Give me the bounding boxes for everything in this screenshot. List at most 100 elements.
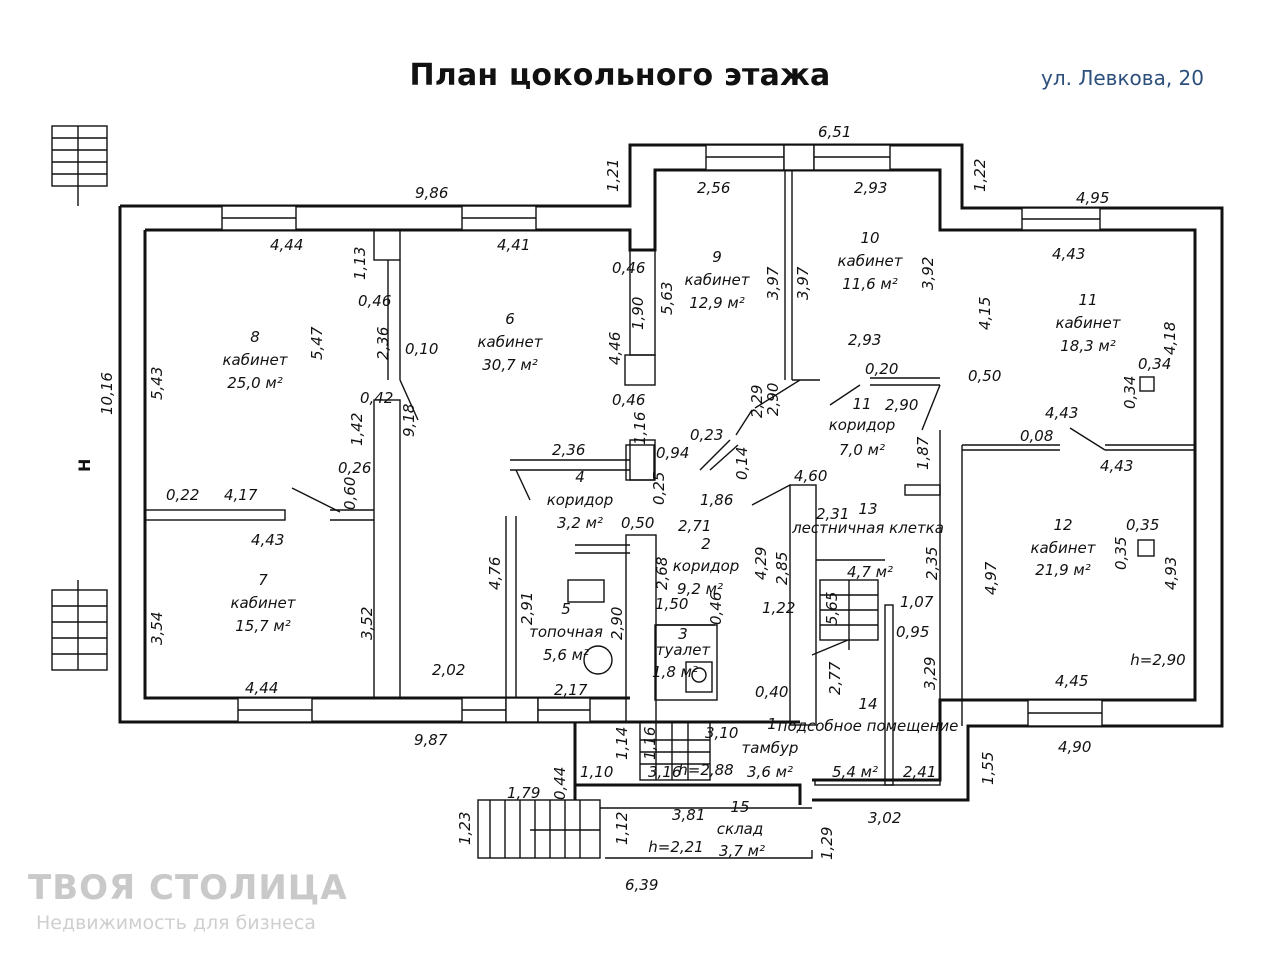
ceiling-height: h=2,88: [678, 761, 733, 779]
dimension-label: 1,07: [900, 593, 934, 611]
dimension-label: 4,41: [497, 236, 530, 254]
dimension-label: 4,60: [794, 467, 827, 485]
room-num: 5: [561, 600, 571, 618]
dimension-label: 1,55: [979, 752, 997, 785]
dimension-label: 4,46: [606, 332, 624, 365]
dimension-label: 0,35: [1112, 537, 1130, 570]
dimension-label: 0,60: [341, 477, 359, 510]
dimension-label: 2,02: [432, 661, 465, 679]
room-area: 4,7 м²: [847, 563, 893, 581]
dimension-label: 0,44: [551, 767, 569, 800]
room-num: 11: [1078, 291, 1097, 309]
dimension-label: 2,68: [653, 557, 671, 590]
dimension-label: 1,90: [629, 297, 647, 330]
dimension-label: 2,31: [816, 505, 849, 523]
dimension-label: 0,20: [865, 360, 898, 378]
dimension-label: 6,39: [625, 876, 658, 894]
dimension-label: 0,35: [1126, 516, 1159, 534]
room-num: 6: [505, 310, 515, 328]
dimension-label: 9,87: [414, 731, 448, 749]
dimension-label: 4,43: [1052, 245, 1085, 263]
dimension-label: 0,14: [733, 447, 751, 480]
dimension-label: 1,13: [351, 247, 369, 280]
room-name: кабинет: [1055, 314, 1121, 332]
fixtures: [567, 376, 1155, 693]
room-name: кабинет: [477, 333, 543, 351]
room-num: 8: [250, 328, 260, 346]
dimension-label: 3,92: [919, 257, 937, 290]
dimension-label: 0,08: [1020, 427, 1053, 445]
dimension-label: 1,14: [613, 727, 631, 760]
dimension-label: 1,23: [456, 812, 474, 845]
room-area: 30,7 м²: [482, 356, 538, 374]
dimension-label: 0,40: [755, 683, 788, 701]
dimension-label: 1,86: [700, 491, 733, 509]
room-area: 25,0 м²: [227, 374, 283, 392]
dimension-label: 4,97: [982, 561, 1000, 595]
dimension-label: 3,10: [705, 724, 738, 742]
dimension-label: 2,36: [374, 327, 392, 360]
room-num: 14: [858, 695, 877, 713]
dimension-label: 4,43: [1045, 404, 1078, 422]
room-num: 2: [701, 535, 711, 553]
room-area: 5,6 м²: [543, 646, 589, 664]
dimension-label: 2,90: [608, 607, 626, 640]
room-num: 12: [1053, 516, 1072, 534]
dimension-label: 3,02: [868, 809, 901, 827]
dimension-label: 2,35: [923, 547, 941, 580]
page-title: План цокольного этажа: [409, 58, 831, 93]
windows: [221, 144, 1103, 727]
dimension-label: 0,34: [1138, 355, 1171, 373]
room-num: 13: [858, 500, 877, 518]
room-name: коридор: [547, 491, 614, 509]
dimension-label: 0,50: [621, 514, 654, 532]
dimension-label: 1,21: [604, 159, 622, 192]
room-name: туалет: [656, 641, 712, 659]
dimension-label: 3,97: [794, 266, 812, 300]
room-name: лестничная клетка: [791, 519, 944, 537]
dimension-label: 0,10: [405, 340, 438, 358]
room-area: 3,7 м²: [719, 842, 765, 860]
dimension-label: 0,94: [656, 444, 689, 462]
room-area: 5,4 м²: [832, 763, 878, 781]
dimension-label: 0,46: [707, 592, 725, 625]
room-name: кабинет: [837, 252, 903, 270]
dimension-label: 0,46: [358, 292, 391, 310]
dimension-label: 2,77: [826, 661, 844, 695]
dimension-label: 2,93: [854, 179, 887, 197]
room-name: коридор: [829, 416, 896, 434]
north-marker: Н: [75, 459, 94, 472]
dimension-label: 0,26: [338, 459, 371, 477]
room-name: склад: [717, 820, 763, 838]
ceiling-height: h=2,90: [1130, 651, 1185, 669]
dimension-label: 4,18: [1161, 322, 1179, 355]
dimension-label: 0,46: [612, 259, 645, 277]
dimension-label: 10,16: [98, 372, 116, 415]
room-area: 21,9 м²: [1035, 561, 1091, 579]
dimension-label: 0,23: [690, 426, 723, 444]
dimension-label: 4,44: [245, 679, 278, 697]
room-name: кабинет: [684, 271, 750, 289]
door-swings: [291, 379, 1106, 656]
room-area: 18,3 м²: [1060, 337, 1116, 355]
dimension-label: 3,52: [358, 607, 376, 640]
dimension-label: 0,25: [650, 472, 668, 505]
room-num: 4: [575, 468, 585, 486]
dimension-label: 0,46: [612, 391, 645, 409]
dimension-label: 4,90: [1058, 738, 1091, 756]
dimension-label: 4,29: [752, 547, 770, 580]
dimension-label: 4,76: [486, 557, 504, 590]
dimension-label: 1,29: [818, 827, 836, 860]
logo-name: ТВОЯ СТОЛИЦА: [28, 868, 348, 908]
room-num: 7: [258, 571, 268, 589]
room-area: 12,9 м²: [689, 294, 745, 312]
dimension-label: 4,93: [1162, 557, 1180, 590]
dimension-label: 1,79: [507, 784, 540, 802]
dimension-label: 4,95: [1076, 189, 1109, 207]
room-labels: 8 кабинет 25,0 м² 6 кабинет 30,7 м² 7 ка…: [222, 229, 1185, 860]
address-label: ул. Левкова, 20: [1041, 66, 1204, 90]
room-name: подсобное помещение: [778, 717, 959, 735]
dimension-label: 1,16: [641, 727, 659, 760]
